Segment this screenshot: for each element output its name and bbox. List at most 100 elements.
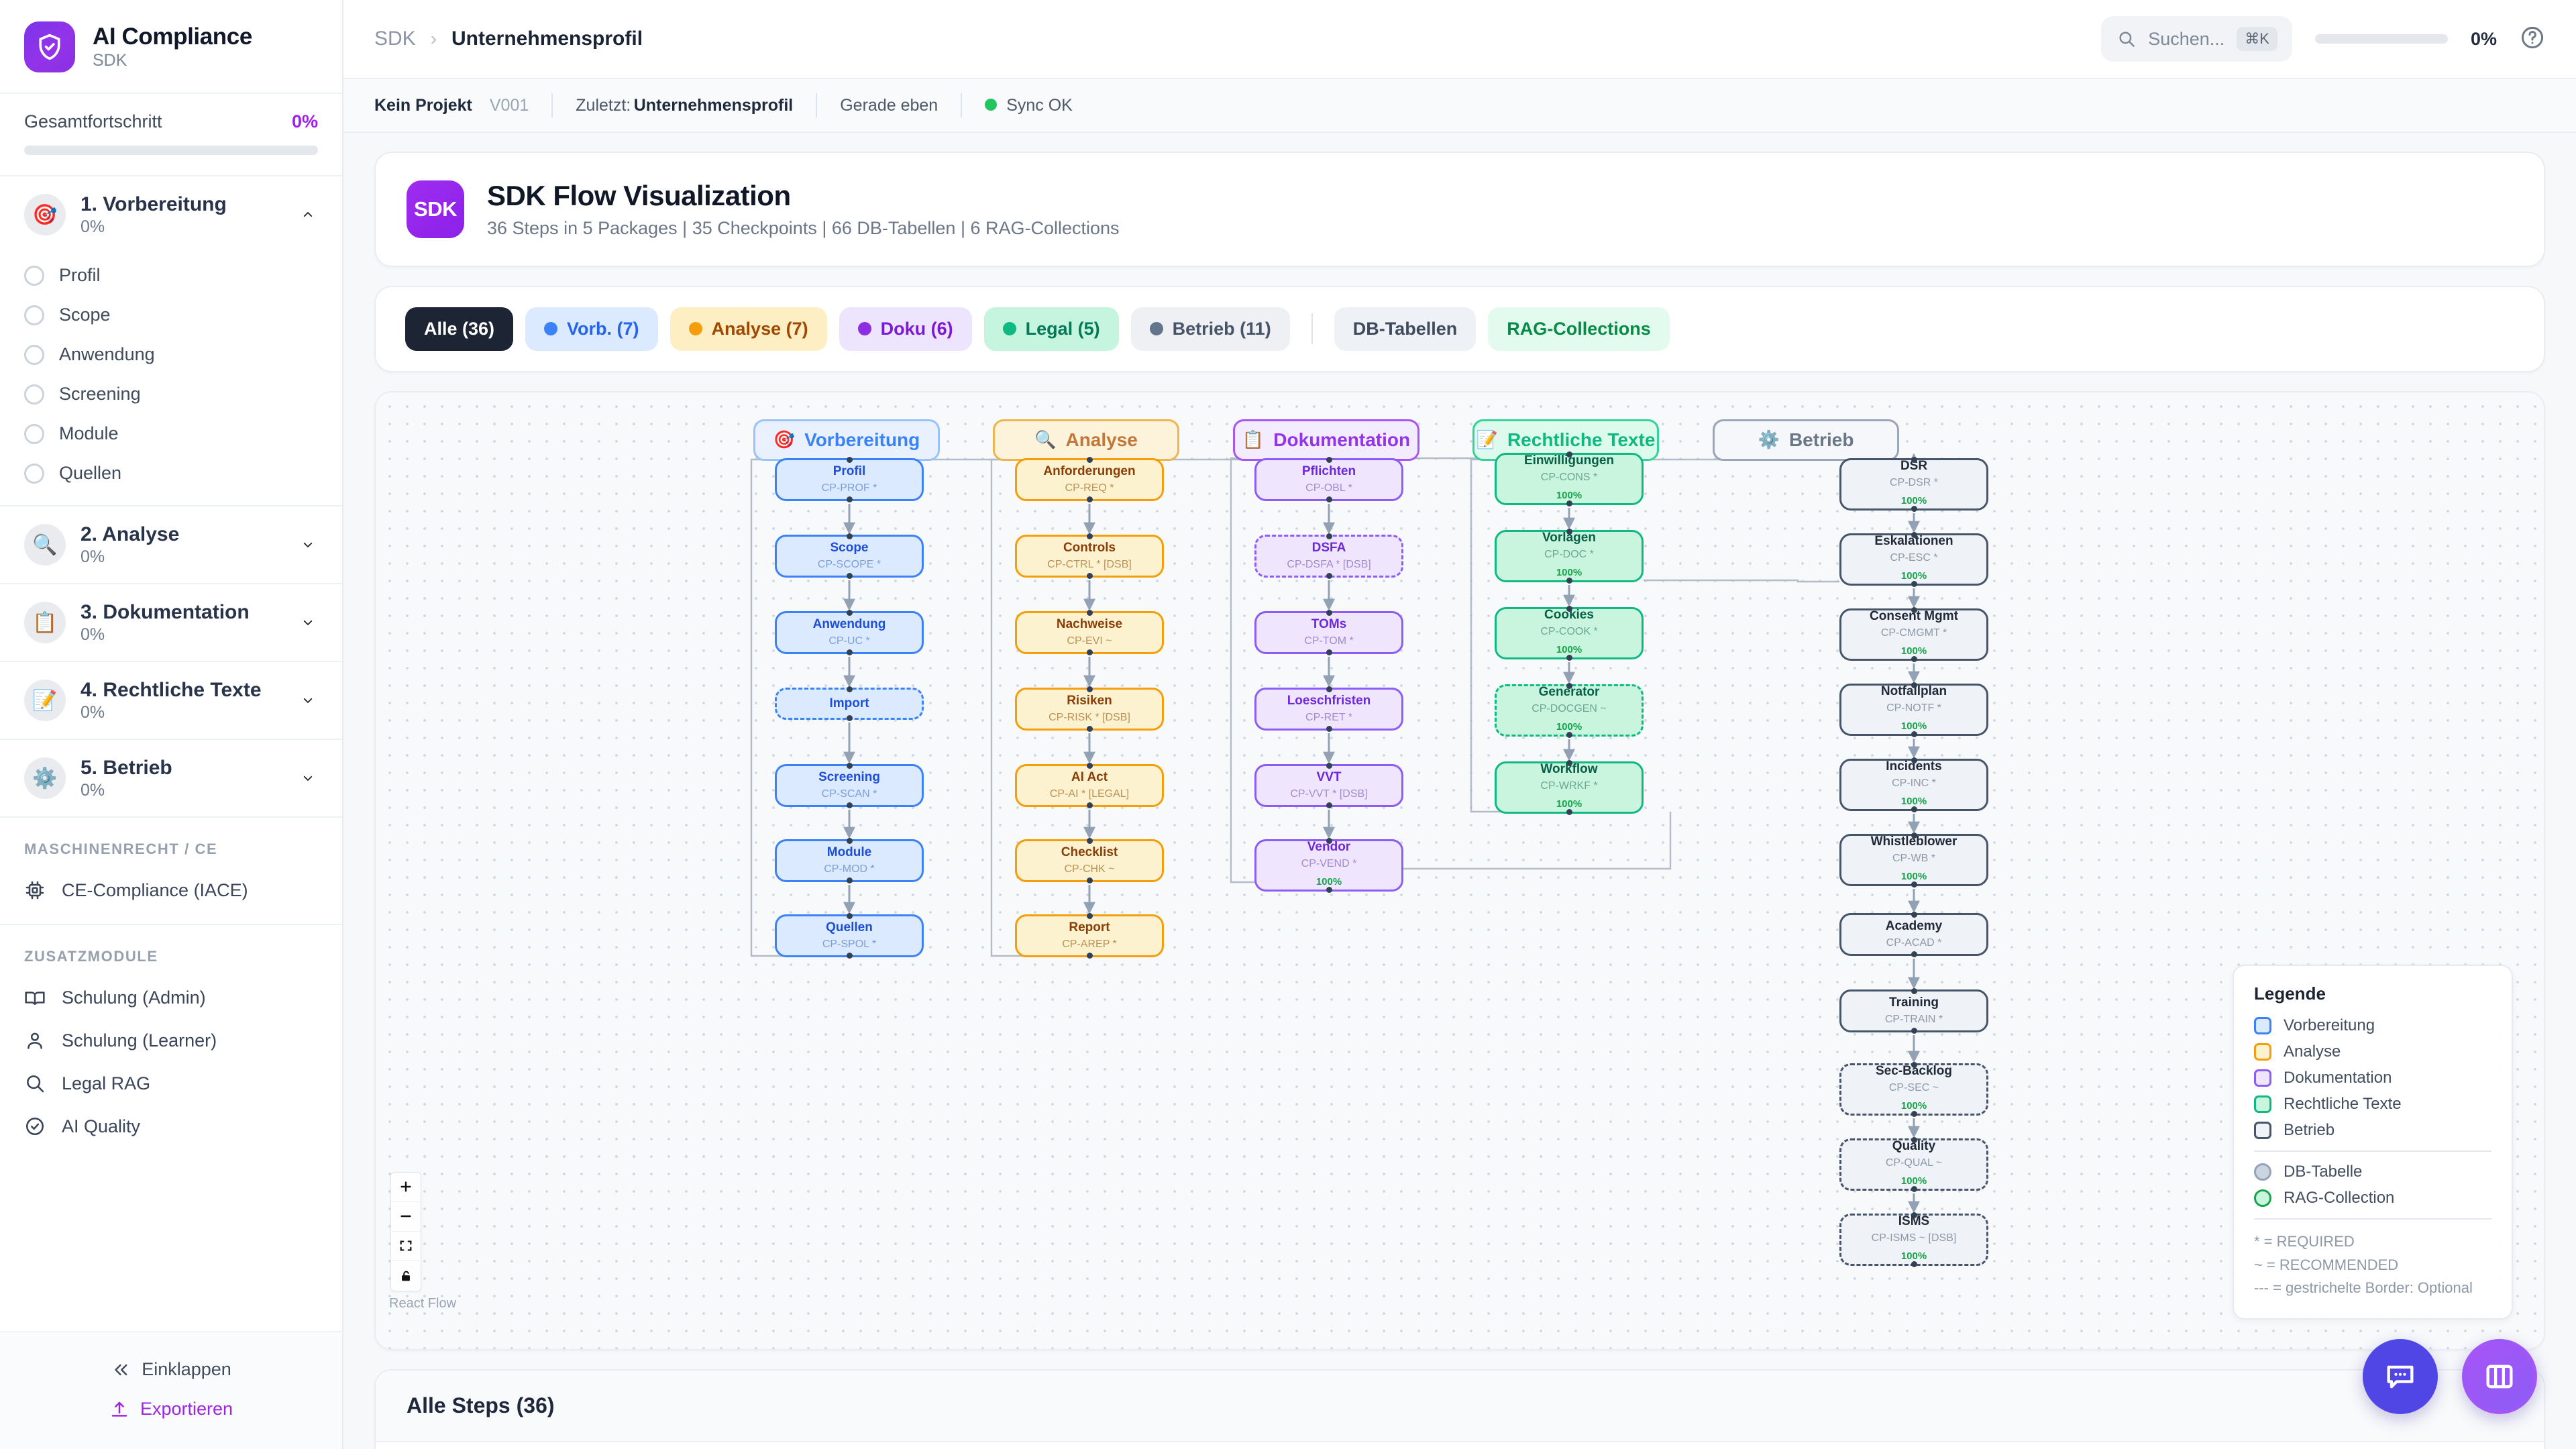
chat-fab[interactable] bbox=[2363, 1339, 2438, 1414]
flow-zoom-controls[interactable] bbox=[390, 1171, 421, 1291]
phase-name: 4. Rechtliche Texte bbox=[80, 679, 262, 702]
legend-label: Rechtliche Texte bbox=[2284, 1095, 2402, 1114]
chevron-up-icon[interactable] bbox=[298, 209, 318, 221]
sidebar-item-schulung-learner[interactable]: Schulung (Learner) bbox=[0, 1019, 342, 1062]
sidebar-item-module[interactable]: Module bbox=[0, 414, 342, 453]
brand-header[interactable]: AI Compliance SDK bbox=[0, 0, 342, 94]
sidebar: AI Compliance SDK Gesamtfortschritt 0% 🎯… bbox=[0, 0, 343, 1449]
filter-chip-analyse[interactable]: Analyse (7) bbox=[669, 307, 827, 351]
upload-icon bbox=[111, 1401, 127, 1417]
chevron-down-icon[interactable] bbox=[298, 616, 318, 629]
node-port-bottom bbox=[1326, 886, 1332, 893]
flow-canvas[interactable]: 🎯Vorbereitung🔍Analyse📋Dokumentation📝Rech… bbox=[374, 390, 2545, 1350]
filter-chip-db[interactable]: DB-Tabellen bbox=[1334, 307, 1477, 351]
filter-chip-all[interactable]: Alle (36) bbox=[405, 307, 514, 351]
node-port-top bbox=[1086, 456, 1093, 463]
breadcrumb-root[interactable]: SDK bbox=[374, 28, 416, 50]
chevron-down-icon[interactable] bbox=[298, 772, 318, 784]
collapse-sidebar-button[interactable]: Einklappen bbox=[0, 1350, 342, 1389]
zoom-in-icon[interactable] bbox=[391, 1172, 421, 1202]
zoom-out-icon[interactable] bbox=[391, 1201, 421, 1232]
node-port-bottom bbox=[846, 714, 853, 721]
chip-dot-icon bbox=[1002, 322, 1016, 336]
sidebar-item-anwendung[interactable]: Anwendung bbox=[0, 335, 342, 374]
sidebar-item-ai-quality[interactable]: AI Quality bbox=[0, 1105, 342, 1148]
panel-fab[interactable] bbox=[2462, 1339, 2537, 1414]
sidebar-item-screening[interactable]: Screening bbox=[0, 374, 342, 414]
filter-chip-vorb[interactable]: Vorb. (7) bbox=[525, 307, 658, 351]
flow-node-import[interactable]: Import bbox=[775, 686, 924, 721]
swimlane-analyse: 🔍Analyse bbox=[993, 419, 1179, 461]
node-code: CP-OBL * bbox=[1305, 482, 1352, 494]
filter-chip-legal[interactable]: Legal (5) bbox=[983, 307, 1119, 351]
node-progress-value: 100% bbox=[1900, 795, 1927, 807]
node-code: CP-ACAD * bbox=[1886, 936, 1942, 949]
fit-view-icon[interactable] bbox=[391, 1231, 421, 1261]
node-port-bottom bbox=[1911, 881, 1917, 888]
sidebar-item-ce-compliance[interactable]: CE-Compliance (IACE) bbox=[0, 869, 342, 912]
lock-icon[interactable] bbox=[391, 1260, 421, 1291]
export-button[interactable]: Exportieren bbox=[0, 1389, 342, 1429]
project-name: Kein Projekt bbox=[374, 95, 472, 115]
sidebar-item-scope[interactable]: Scope bbox=[0, 295, 342, 335]
swimlane-vorbereitung: 🎯Vorbereitung bbox=[753, 419, 940, 461]
filter-chip-betrieb[interactable]: Betrieb (11) bbox=[1130, 307, 1290, 351]
sidebar-item-schulung-admin[interactable]: Schulung (Admin) bbox=[0, 976, 342, 1019]
node-name: Checklist bbox=[1061, 845, 1118, 859]
help-circle-icon[interactable] bbox=[2520, 25, 2545, 54]
sidebar-item-label: Legal RAG bbox=[62, 1073, 151, 1093]
sidebar-item-profil[interactable]: Profil bbox=[0, 256, 342, 295]
filter-chip-rag[interactable]: RAG-Collections bbox=[1488, 307, 1670, 351]
sidebar-item-legal-rag[interactable]: Legal RAG bbox=[0, 1062, 342, 1105]
node-code: CP-TRAIN * bbox=[1884, 1013, 1943, 1025]
sidebar-item-quellen[interactable]: Quellen bbox=[0, 453, 342, 493]
chevron-down-icon[interactable] bbox=[298, 694, 318, 706]
search-input[interactable]: Suchen... ⌘K bbox=[2101, 16, 2292, 62]
filter-chip-doku[interactable]: Doku (6) bbox=[839, 307, 972, 351]
app-title: AI Compliance bbox=[93, 23, 252, 50]
chevron-down-icon[interactable] bbox=[298, 539, 318, 551]
